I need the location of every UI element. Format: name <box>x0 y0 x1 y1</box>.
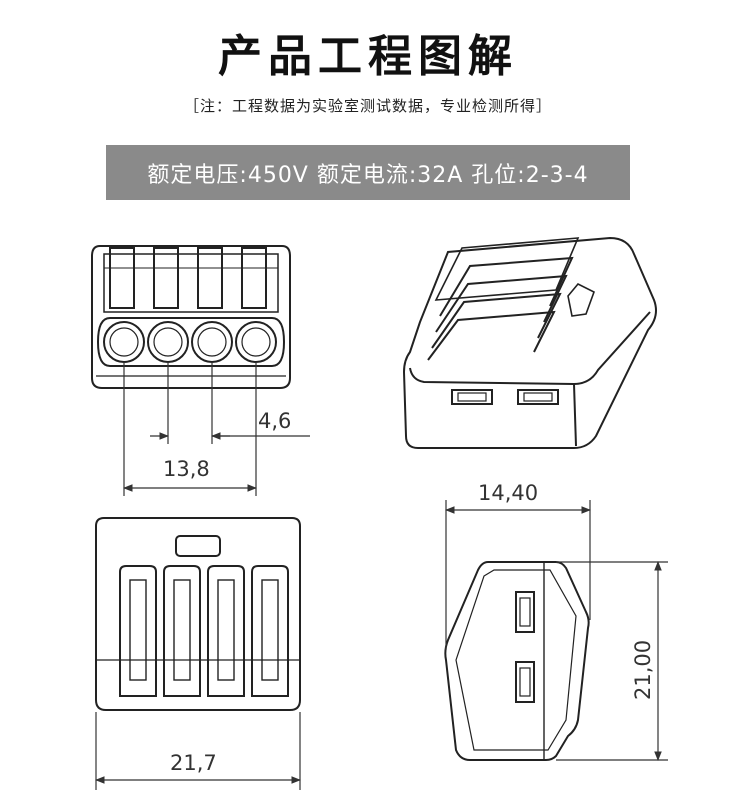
side-depth-label: 14,40 <box>478 481 538 505</box>
isometric-view <box>402 236 657 449</box>
top-view <box>95 517 301 711</box>
spec-bar: 额定电压:450V 额定电流:32A 孔位:2-3-4 <box>106 145 630 200</box>
top-width-label: 21,7 <box>170 751 217 775</box>
hole-pitch-label: 4,6 <box>258 409 291 433</box>
side-view <box>444 561 590 761</box>
side-height-label: 21,00 <box>631 640 655 700</box>
front-dimension-lines <box>123 362 310 496</box>
front-width-label: 13,8 <box>163 457 210 481</box>
spec-text: 额定电压:450V 额定电流:32A 孔位:2-3-4 <box>147 162 589 188</box>
front-view <box>91 245 291 389</box>
top-dimension-lines <box>95 712 301 790</box>
side-dimension-lines <box>445 500 668 761</box>
lab-note: ［注：工程数据为实验室测试数据，专业检测所得］ <box>183 97 552 115</box>
page-title: 产品工程图解 <box>218 31 518 82</box>
